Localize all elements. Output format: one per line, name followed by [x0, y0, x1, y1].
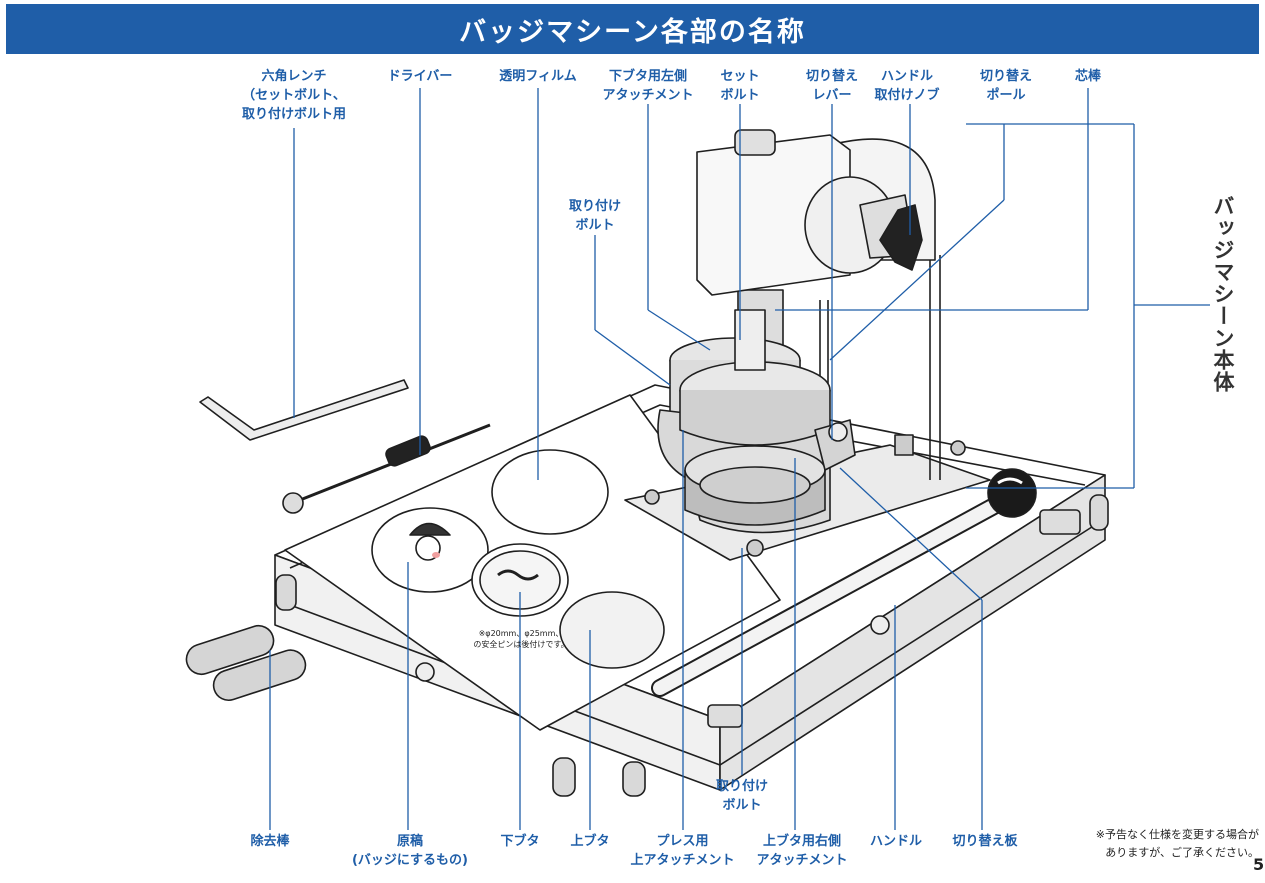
label-lower-lid-left-attachment: 下ブタ用左側アタッチメント [602, 69, 694, 103]
machine-body-label: バッジマシーン本体 [1211, 195, 1235, 393]
screwdriver [282, 423, 491, 514]
clear-film [491, 449, 609, 535]
label-handle: ハンドル [869, 834, 922, 849]
label-press-upper-attachment: プレス用上アタッチメント [630, 834, 735, 868]
label-set-bolt: セットボルト [720, 69, 760, 103]
page-number: 5 [1253, 855, 1265, 874]
label-lower-lid: 下ブタ [500, 834, 540, 849]
label-switch-lever: 切り替えレバー [805, 69, 858, 103]
removal-rods [185, 624, 307, 701]
upper-lid [559, 591, 665, 669]
label-mount-bolt-bottom: 取り付けボルト [715, 779, 768, 813]
leader-lines [269, 88, 1210, 830]
safety-pin-note: ※φ20mm、φ25mm、の安全ピンは後付けです。 [473, 629, 569, 649]
lower-lid [471, 543, 569, 617]
hex-wrench [199, 379, 409, 441]
spec-change-footnote: ※予告なく仕様を変更する場合がありますが、ご了承ください。 [1095, 828, 1259, 859]
label-screwdriver: ドライバー [387, 69, 453, 84]
label-mount-bolt-top: 取り付けボルト [568, 199, 621, 233]
label-switch-plate: 切り替え板 [952, 834, 1018, 849]
label-upper-lid-right-attachment: 上ブタ用右側アタッチメント [756, 834, 848, 868]
page-title: バッジマシーン各部の名称 [6, 4, 1259, 54]
press-handle [651, 468, 1037, 697]
label-switch-pole: 切り替えポール [979, 69, 1032, 103]
label-upper-lid: 上ブタ [570, 834, 610, 849]
label-artwork: 原稿(バッジにするもの) [351, 834, 468, 868]
artwork-disc [371, 507, 489, 593]
machine-body [624, 129, 991, 561]
label-removal-rod: 除去棒 [250, 834, 290, 849]
label-clear-film: 透明フィルム [499, 69, 577, 84]
label-hex-wrench: 六角レンチ（セットボルト、取り付けボルト用 [241, 69, 346, 122]
label-handle-knob: ハンドル取付けノブ [874, 69, 940, 103]
label-core-rod: 芯棒 [1074, 69, 1101, 84]
